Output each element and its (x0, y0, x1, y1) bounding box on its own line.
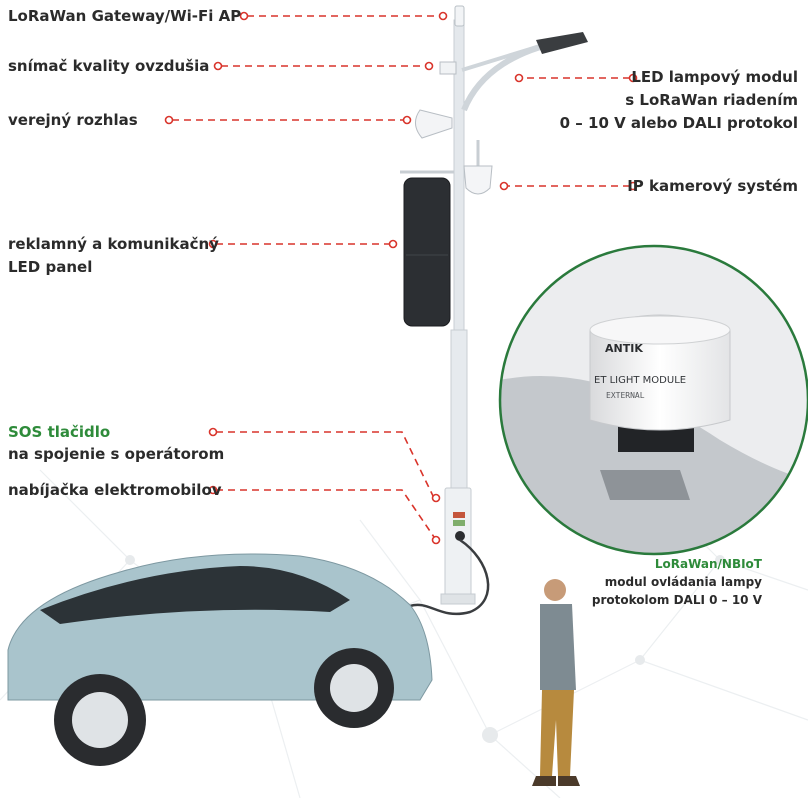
label-module-caption-1: LoRaWan/NBIoT (654, 557, 762, 571)
label-air-quality-sensor: snímač kvality ovzdušia (8, 57, 210, 75)
label-sos-button: SOS tlačidlo (8, 423, 111, 441)
detail-magnifier (500, 246, 808, 554)
public-speaker (415, 109, 453, 139)
charging-cable (409, 538, 490, 616)
label-module-caption-3: protokolom DALI 0 – 10 V (591, 593, 762, 607)
label-led-module-3: 0 – 10 V alebo DALI protokol (559, 114, 798, 132)
air-quality-sensor (439, 61, 457, 75)
label-gateway: LoRaWan Gateway/Wi-Fi AP (8, 7, 242, 25)
module-text-1: ET LIGHT MODULE (594, 375, 686, 386)
module-brand: ANTIK (605, 342, 643, 355)
label-sos-operator: na spojenie s operátorom (8, 445, 225, 463)
label-led-module-2: s LoRaWan riadením (625, 91, 798, 109)
leader-lines (172, 15, 630, 538)
led-panel (400, 170, 454, 327)
background-nodes (125, 555, 725, 743)
detail-circle-border (498, 244, 808, 556)
module-text-2: EXTERNAL (606, 391, 645, 400)
ip-camera (463, 140, 493, 195)
label-module-caption-2: modul ovládania lampy (604, 575, 762, 589)
label-public-speaker: verejný rozhlas (8, 111, 138, 129)
label-led-panel-2: LED panel (8, 258, 93, 276)
label-led-module-1: LED lampový modul (631, 68, 798, 86)
electric-car (7, 553, 433, 766)
label-ip-camera: IP kamerový systém (627, 177, 798, 195)
label-led-panel-1: reklamný a komunikačný (8, 235, 219, 253)
person (532, 579, 580, 786)
lamp-arm (461, 32, 588, 112)
charger-unit (453, 512, 465, 541)
label-ev-charger: nabíjačka elektromobilov (8, 481, 222, 499)
leader-endpoints (164, 11, 638, 545)
